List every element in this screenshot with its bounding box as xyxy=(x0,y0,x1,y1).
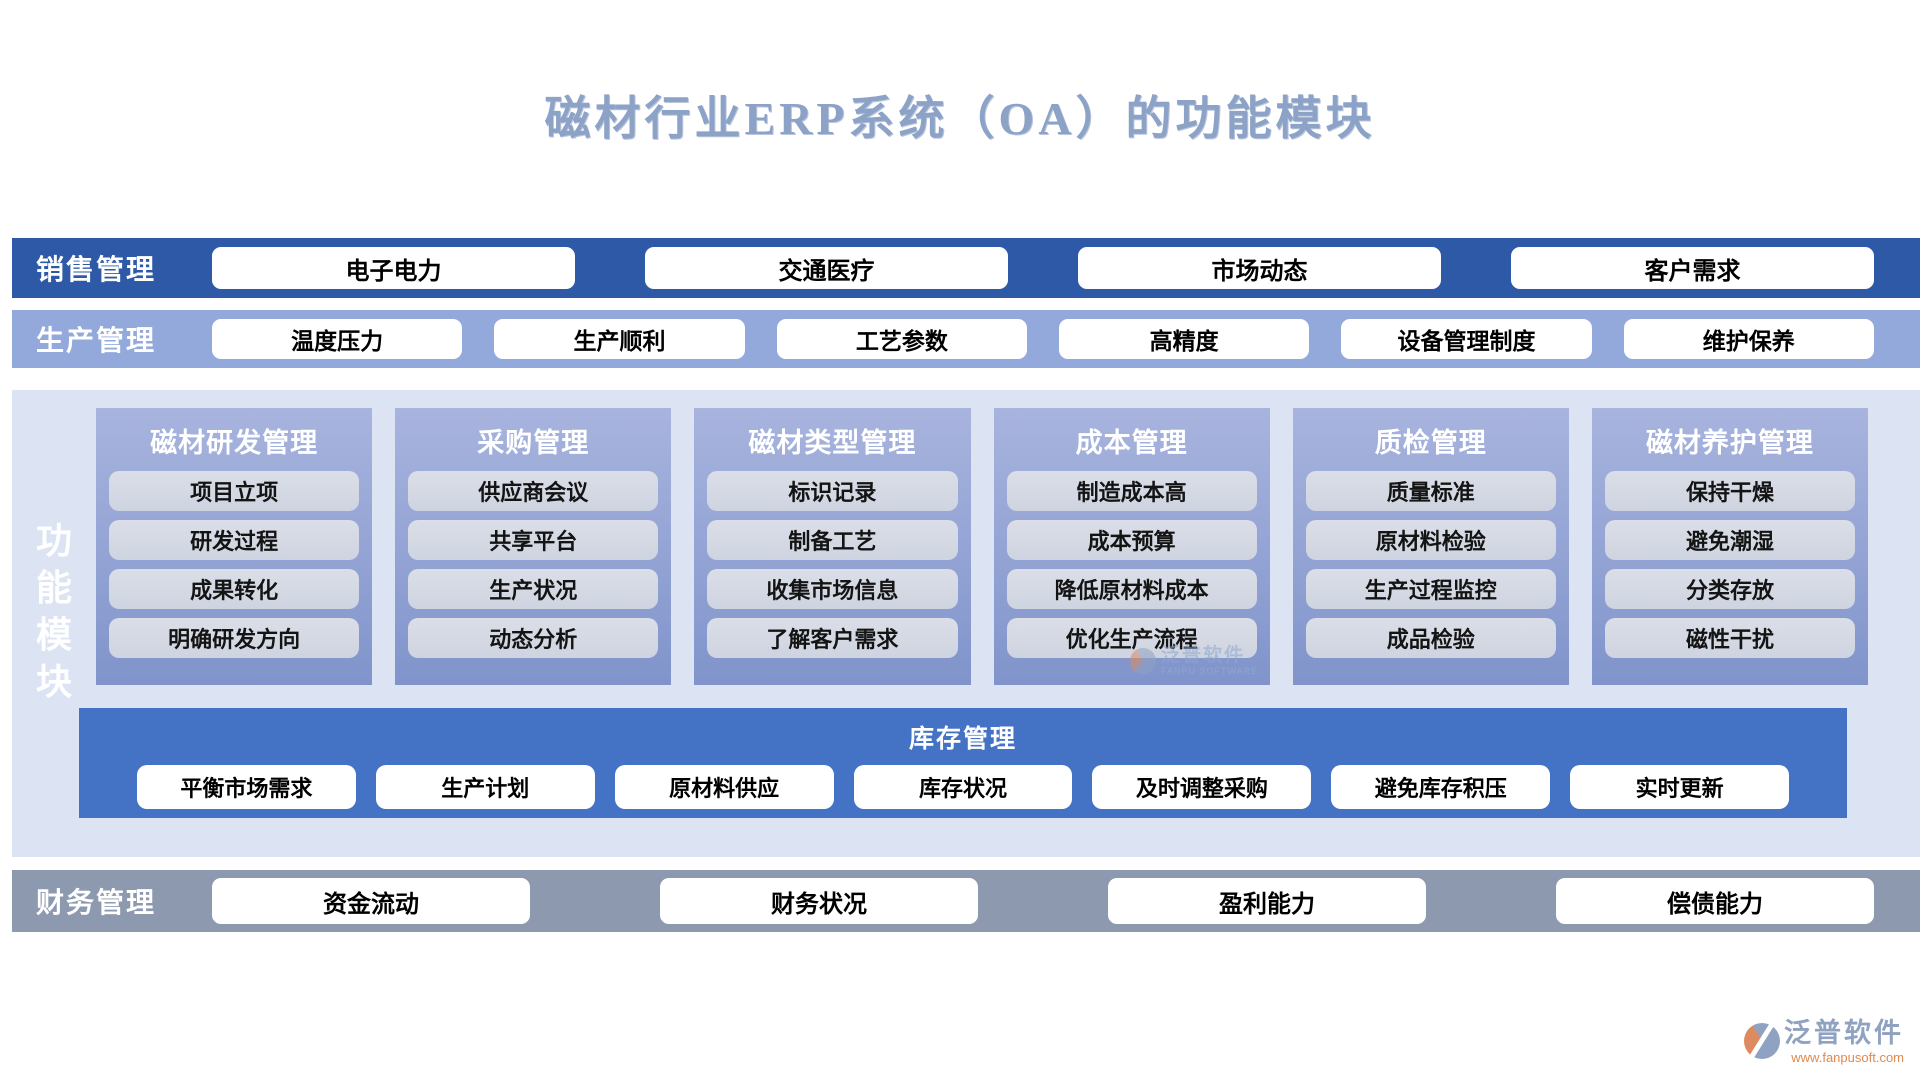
panel-item: 生产状况 xyxy=(408,569,659,609)
panel-item: 成品检验 xyxy=(1305,618,1556,658)
panel-item: 分类存放 xyxy=(1604,569,1856,609)
sales-item-box: 交通医疗 xyxy=(645,247,1008,289)
production-management-band: 生产管理 温度压力 生产顺利 工艺参数 高精度 设备管理制度 维护保养 xyxy=(12,310,1920,368)
logo-website-url: www.fanpusoft.com xyxy=(1791,1050,1904,1065)
panel-item: 保持干燥 xyxy=(1604,471,1856,511)
panel-title: 磁材养护管理 xyxy=(1645,428,1814,458)
panel-items: 保持干燥 避免潮湿 分类存放 磁性干扰 xyxy=(1604,471,1856,658)
panel-title: 成本管理 xyxy=(1075,428,1188,458)
panel-item: 制造成本高 xyxy=(1006,471,1257,511)
inventory-item-box: 原材料供应 xyxy=(614,765,834,809)
panel-item: 共享平台 xyxy=(408,520,659,560)
sales-management-band: 销售管理 电子电力 交通医疗 市场动态 客户需求 xyxy=(12,238,1920,298)
panel-magnet-maintenance-management: 磁材养护管理 保持干燥 避免潮湿 分类存放 磁性干扰 xyxy=(1591,408,1869,685)
sales-item-box: 客户需求 xyxy=(1511,247,1874,289)
panel-item: 制备工艺 xyxy=(707,520,958,560)
panel-title: 磁材研发管理 xyxy=(150,428,319,458)
panel-item: 供应商会议 xyxy=(408,471,659,511)
panel-item: 收集市场信息 xyxy=(707,569,958,609)
panel-items: 标识记录 制备工艺 收集市场信息 了解客户需求 xyxy=(707,471,958,658)
inventory-band-items: 平衡市场需求 生产计划 原材料供应 库存状况 及时调整采购 避免库存积压 实时更… xyxy=(79,765,1847,809)
panel-item: 原材料检验 xyxy=(1305,520,1556,560)
panel-item: 成本预算 xyxy=(1006,520,1257,560)
sales-item-box: 市场动态 xyxy=(1078,247,1441,289)
production-item-box: 工艺参数 xyxy=(776,319,1027,359)
production-item-box: 生产顺利 xyxy=(494,319,745,359)
panel-item: 了解客户需求 xyxy=(707,618,958,658)
finance-band-items: 资金流动 财务状况 盈利能力 偿债能力 xyxy=(212,878,1874,924)
finance-item-box: 资金流动 xyxy=(212,878,530,924)
panel-item: 降低原材料成本 xyxy=(1006,569,1257,609)
production-item-box: 设备管理制度 xyxy=(1341,319,1592,359)
panel-item: 标识记录 xyxy=(707,471,958,511)
panel-quality-inspection-management: 质检管理 质量标准 原材料检验 生产过程监控 成品检验 xyxy=(1292,408,1569,685)
page-title: 磁材行业ERP系统（OA）的功能模块 xyxy=(544,93,1376,144)
sales-item-box: 电子电力 xyxy=(212,247,575,289)
inventory-item-box: 平衡市场需求 xyxy=(137,765,356,809)
panel-item: 磁性干扰 xyxy=(1604,618,1856,658)
fanpu-logo-icon xyxy=(1744,1023,1780,1059)
panel-title: 磁材类型管理 xyxy=(748,428,917,458)
production-band-items: 温度压力 生产顺利 工艺参数 高精度 设备管理制度 维护保养 xyxy=(212,319,1874,359)
production-band-label: 生产管理 xyxy=(36,326,157,357)
panel-items: 项目立项 研发过程 成果转化 明确研发方向 xyxy=(109,471,360,658)
panel-cost-management: 成本管理 制造成本高 成本预算 降低原材料成本 优化生产流程 xyxy=(993,408,1270,685)
finance-management-band: 财务管理 资金流动 财务状况 盈利能力 偿债能力 xyxy=(12,870,1920,932)
panel-item: 项目立项 xyxy=(109,471,360,511)
inventory-management-band: 库存管理 平衡市场需求 生产计划 原材料供应 库存状况 及时调整采购 避免库存积… xyxy=(79,708,1847,818)
production-item-box: 高精度 xyxy=(1058,319,1310,359)
panel-title: 采购管理 xyxy=(477,428,590,458)
module-panels: 磁材研发管理 项目立项 研发过程 成果转化 明确研发方向 采购管理 供应商会议 … xyxy=(96,408,1869,685)
panel-item: 成果转化 xyxy=(109,569,360,609)
finance-band-label: 财务管理 xyxy=(36,888,157,919)
inventory-band-title: 库存管理 xyxy=(908,726,1017,753)
finance-item-box: 财务状况 xyxy=(660,878,978,924)
panel-item: 生产过程监控 xyxy=(1305,569,1556,609)
production-item-box: 维护保养 xyxy=(1623,319,1874,359)
production-item-box: 温度压力 xyxy=(212,319,463,359)
panel-item: 优化生产流程 xyxy=(1006,618,1257,658)
sales-band-label: 销售管理 xyxy=(36,255,157,286)
panel-items: 质量标准 原材料检验 生产过程监控 成品检验 xyxy=(1305,471,1556,658)
inventory-item-box: 生产计划 xyxy=(375,765,595,809)
panel-items: 供应商会议 共享平台 生产状况 动态分析 xyxy=(408,471,659,658)
panel-magnet-type-management: 磁材类型管理 标识记录 制备工艺 收集市场信息 了解客户需求 xyxy=(694,408,971,685)
logo-company-name: 泛普软件 xyxy=(1784,1018,1904,1048)
panel-item: 明确研发方向 xyxy=(109,618,360,658)
function-modules-label: 功能模块 xyxy=(35,521,72,702)
panel-item: 动态分析 xyxy=(408,618,659,658)
function-modules-section: 功能模块 磁材研发管理 项目立项 研发过程 成果转化 明确研发方向 采购管理 供… xyxy=(12,390,1920,857)
inventory-item-box: 库存状况 xyxy=(853,765,1073,809)
panel-item: 研发过程 xyxy=(109,520,360,560)
finance-item-box: 偿债能力 xyxy=(1556,878,1874,924)
panel-procurement-management: 采购管理 供应商会议 共享平台 生产状况 动态分析 xyxy=(395,408,672,685)
sales-band-items: 电子电力 交通医疗 市场动态 客户需求 xyxy=(212,247,1874,289)
inventory-item-box: 及时调整采购 xyxy=(1092,765,1312,809)
inventory-item-box: 实时更新 xyxy=(1570,765,1790,809)
panel-items: 制造成本高 成本预算 降低原材料成本 优化生产流程 xyxy=(1006,471,1257,658)
fanpu-footer-logo: 泛普软件 www.fanpusoft.com xyxy=(1744,1020,1904,1064)
inventory-item-box: 避免库存积压 xyxy=(1331,765,1551,809)
panel-item: 避免潮湿 xyxy=(1604,520,1856,560)
panel-magnet-rnd-management: 磁材研发管理 项目立项 研发过程 成果转化 明确研发方向 xyxy=(96,408,373,685)
panel-item: 质量标准 xyxy=(1305,471,1556,511)
panel-title: 质检管理 xyxy=(1374,428,1487,458)
finance-item-box: 盈利能力 xyxy=(1108,878,1426,924)
